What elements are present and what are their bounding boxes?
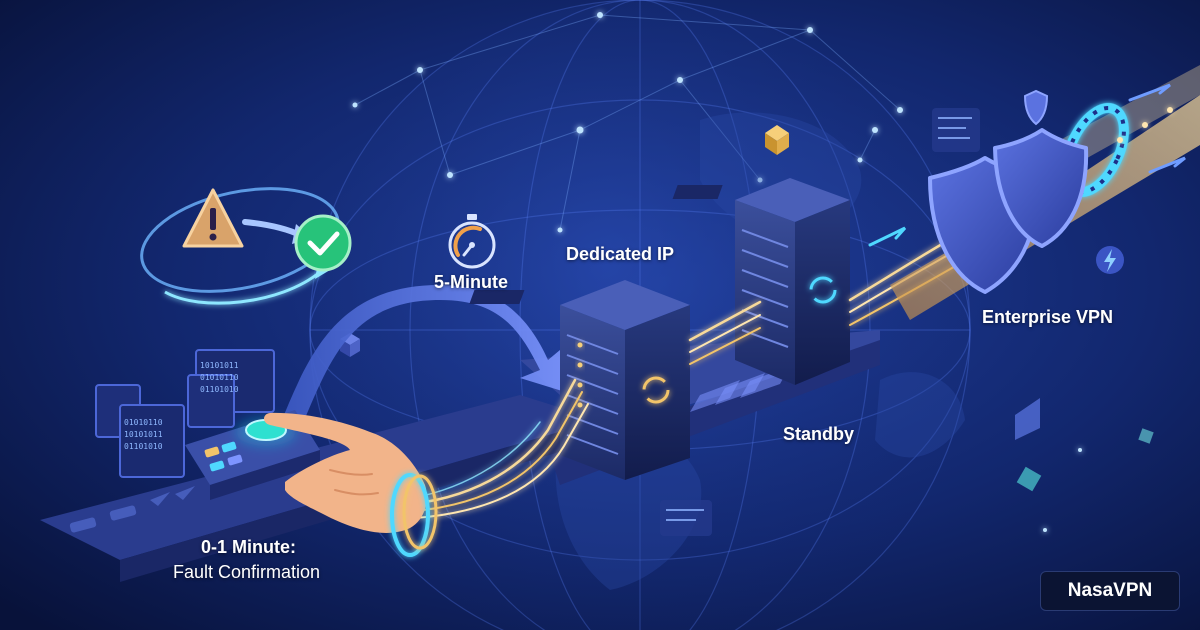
hand-icon <box>264 412 438 557</box>
code-line: 01010110 <box>200 373 239 382</box>
brand-logo: NasaVPN <box>1040 571 1180 611</box>
fault-cycle <box>140 187 352 305</box>
code-line: 10101011 <box>200 361 239 370</box>
standby-label: Standby <box>783 424 855 444</box>
server-dedicated-ip <box>469 280 690 480</box>
data-screens: 01010110 10101011 01101010 10101011 0101… <box>95 349 275 478</box>
enterprise-vpn-label: Enterprise VPN <box>982 307 1114 327</box>
curved-arrow <box>280 285 575 430</box>
code-line: 01101010 <box>200 385 239 394</box>
lightning-icon <box>1104 249 1116 272</box>
code-line: 01101010 <box>124 442 163 451</box>
stage1-desc-label: Fault Confirmation <box>173 562 321 582</box>
shield-icon <box>928 89 1089 294</box>
sync-icon <box>809 276 837 304</box>
warning-icon <box>182 188 244 248</box>
code-line: 01010110 <box>124 418 163 427</box>
server-standby <box>672 178 850 385</box>
sync-icon <box>642 376 670 404</box>
dedicated-ip-label: Dedicated IP <box>566 244 675 264</box>
checkmark-icon <box>294 214 352 272</box>
stopwatch-icon <box>448 214 496 269</box>
decor-cubes <box>340 108 1154 536</box>
stage1-time-label: 0-1 Minute: <box>201 537 297 557</box>
code-line: 10101011 <box>124 430 163 439</box>
stage2-time-label: 5-Minute <box>434 272 508 292</box>
